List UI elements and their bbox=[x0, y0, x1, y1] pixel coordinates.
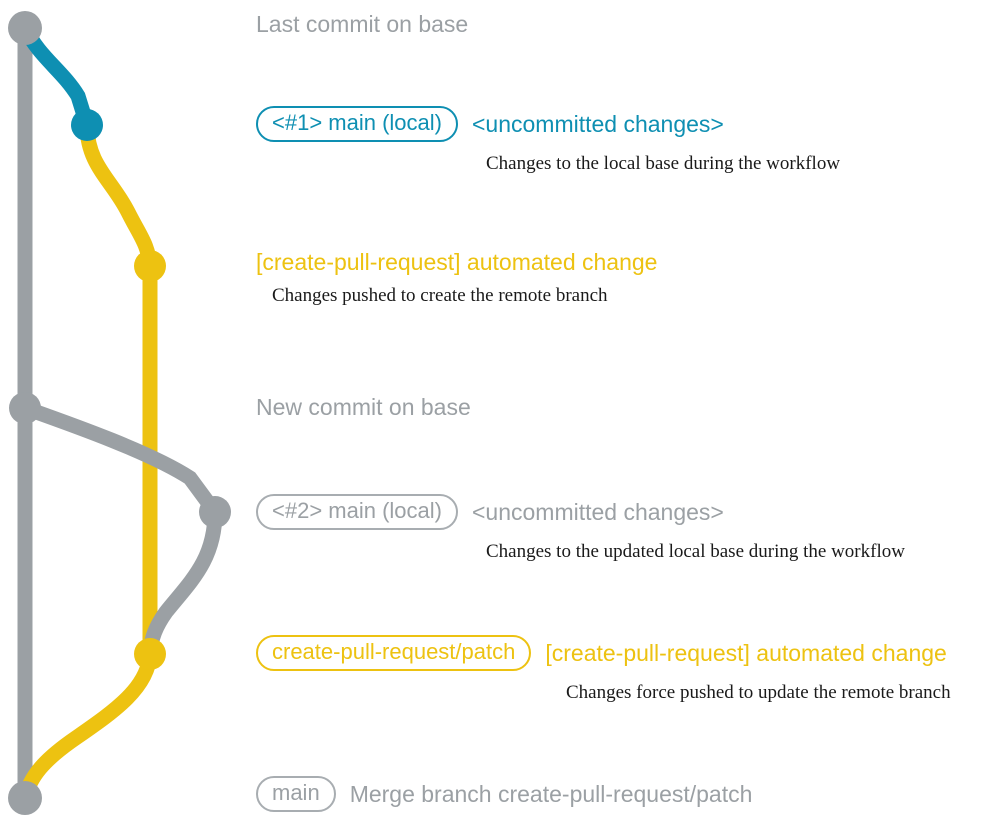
edge-base-to-local-1 bbox=[17, 20, 95, 133]
edge-local-1-to-cpr-1 bbox=[79, 117, 158, 274]
commit-body: Changes to the updated local base during… bbox=[486, 541, 905, 562]
commit-subject: Merge branch create-pull-request/patch bbox=[349, 780, 753, 807]
commit-entry-cpr-2: create-pull-request/patch [create-pull-r… bbox=[256, 635, 951, 702]
commit-entry-row: Last commit on base bbox=[256, 13, 468, 36]
commit-entry-local-1: <#1> main (local) <uncommitted changes> … bbox=[256, 106, 840, 173]
commit-subject: [create-pull-request] automated change bbox=[545, 639, 947, 666]
commit-entry-merge-main: main Merge branch create-pull-request/pa… bbox=[256, 776, 752, 812]
commit-body: Changes force pushed to update the remot… bbox=[566, 682, 951, 703]
ref-pill-create-pull-request-patch[interactable]: create-pull-request/patch bbox=[256, 635, 532, 671]
commit-node-local-1[interactable] bbox=[71, 109, 103, 141]
commit-entry-row: New commit on base bbox=[256, 396, 471, 419]
commit-entry-row: main Merge branch create-pull-request/pa… bbox=[256, 776, 752, 812]
commit-node-merge-main[interactable] bbox=[8, 781, 42, 815]
edge-local-2-to-cpr-2 bbox=[142, 504, 223, 662]
commit-entry-cpr-1: [create-pull-request] automated change C… bbox=[256, 251, 657, 306]
commit-subject: New commit on base bbox=[256, 394, 471, 420]
commit-node-cpr-2[interactable] bbox=[134, 638, 166, 670]
commit-entry-local-2: <#2> main (local) <uncommitted changes> … bbox=[256, 494, 905, 561]
commit-subject: Last commit on base bbox=[256, 11, 469, 37]
commit-entry-row: create-pull-request/patch [create-pull-r… bbox=[256, 635, 947, 671]
commit-entry-base-new: New commit on base bbox=[256, 396, 471, 419]
commit-entry-row: [create-pull-request] automated change bbox=[256, 251, 657, 274]
commit-entry-base-last: Last commit on base bbox=[256, 13, 468, 36]
commit-body: Changes pushed to create the remote bran… bbox=[272, 285, 608, 306]
commit-subject: [create-pull-request] automated change bbox=[256, 249, 658, 275]
commit-node-base-last[interactable] bbox=[8, 11, 42, 45]
edge-base-new-to-local-2 bbox=[17, 400, 223, 520]
commit-entry-row: <#2> main (local) <uncommitted changes> bbox=[256, 494, 724, 530]
ref-pill-main-local-2[interactable]: <#2> main (local) bbox=[256, 494, 458, 530]
ref-pill-main[interactable]: main bbox=[256, 776, 336, 812]
commit-node-cpr-1[interactable] bbox=[134, 250, 166, 282]
commit-body: Changes to the local base during the wor… bbox=[486, 153, 841, 174]
commit-node-base-new[interactable] bbox=[9, 392, 41, 424]
commit-node-local-2[interactable] bbox=[199, 496, 231, 528]
commit-subject: <uncommitted changes> bbox=[471, 110, 724, 137]
ref-pill-main-local-1[interactable]: <#1> main (local) bbox=[256, 106, 458, 142]
commit-subject: <uncommitted changes> bbox=[471, 498, 724, 525]
commit-entry-row: <#1> main (local) <uncommitted changes> bbox=[256, 106, 724, 142]
edge-cpr-2-to-merge bbox=[17, 646, 158, 806]
